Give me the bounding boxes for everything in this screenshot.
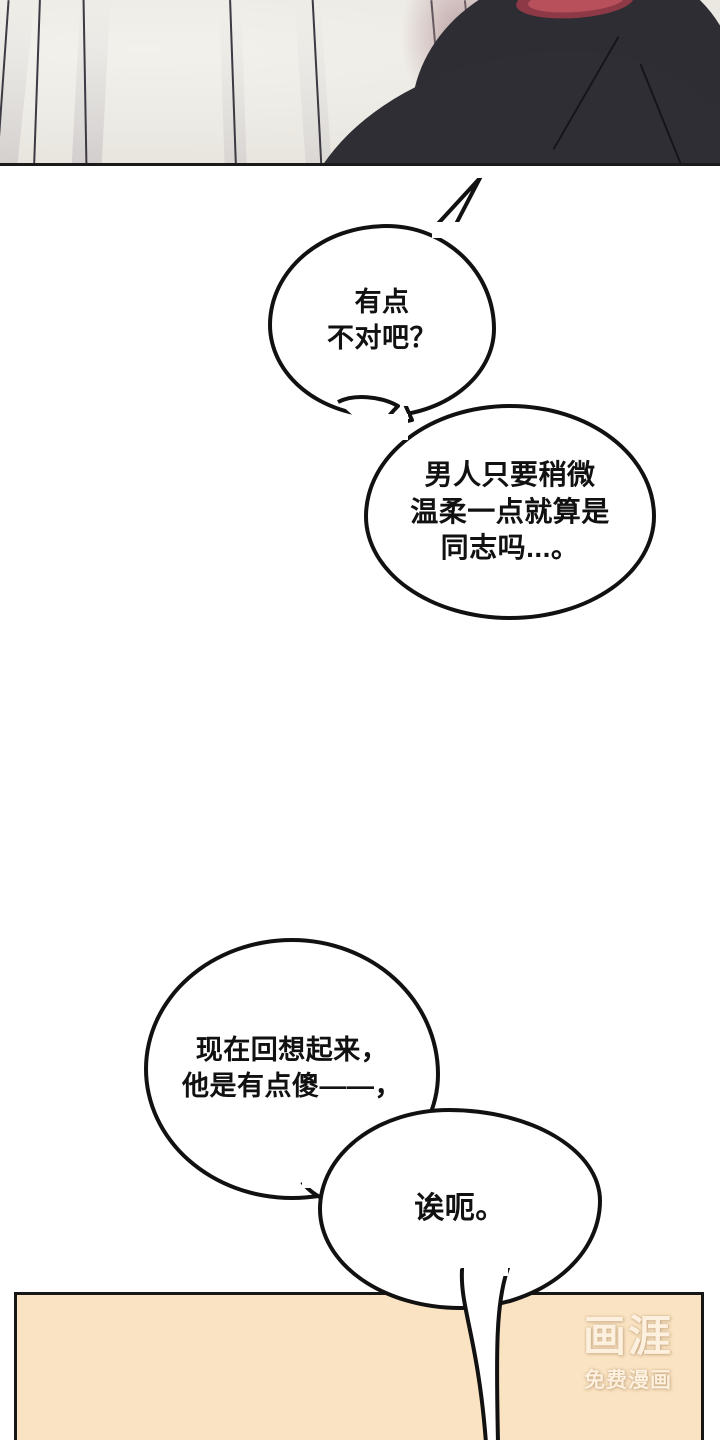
speech-bubble-2-tail-icon — [337, 395, 408, 440]
speech-bubble-4-tail-icon — [459, 1268, 510, 1440]
panel-bottom-beige — [14, 1292, 704, 1440]
speech-bubble-2-text: 男人只要稍微 温柔一点就算是 同志吗...。 — [410, 458, 610, 564]
speech-bubble-3-text: 现在回想起来， 他是有点傻——， — [182, 1035, 402, 1101]
panel-top-artwork — [0, 0, 720, 166]
speech-bubble-2: 男人只要稍微 温柔一点就算是 同志吗...。 — [364, 404, 656, 620]
speech-bubble-1-tail-icon — [432, 178, 482, 238]
speech-bubble-4-text: 诶呃。 — [414, 1192, 506, 1226]
speech-bubble-1-text: 有点 不对吧？ — [327, 287, 437, 353]
speech-bubble-1: 有点 不对吧？ — [268, 224, 496, 418]
